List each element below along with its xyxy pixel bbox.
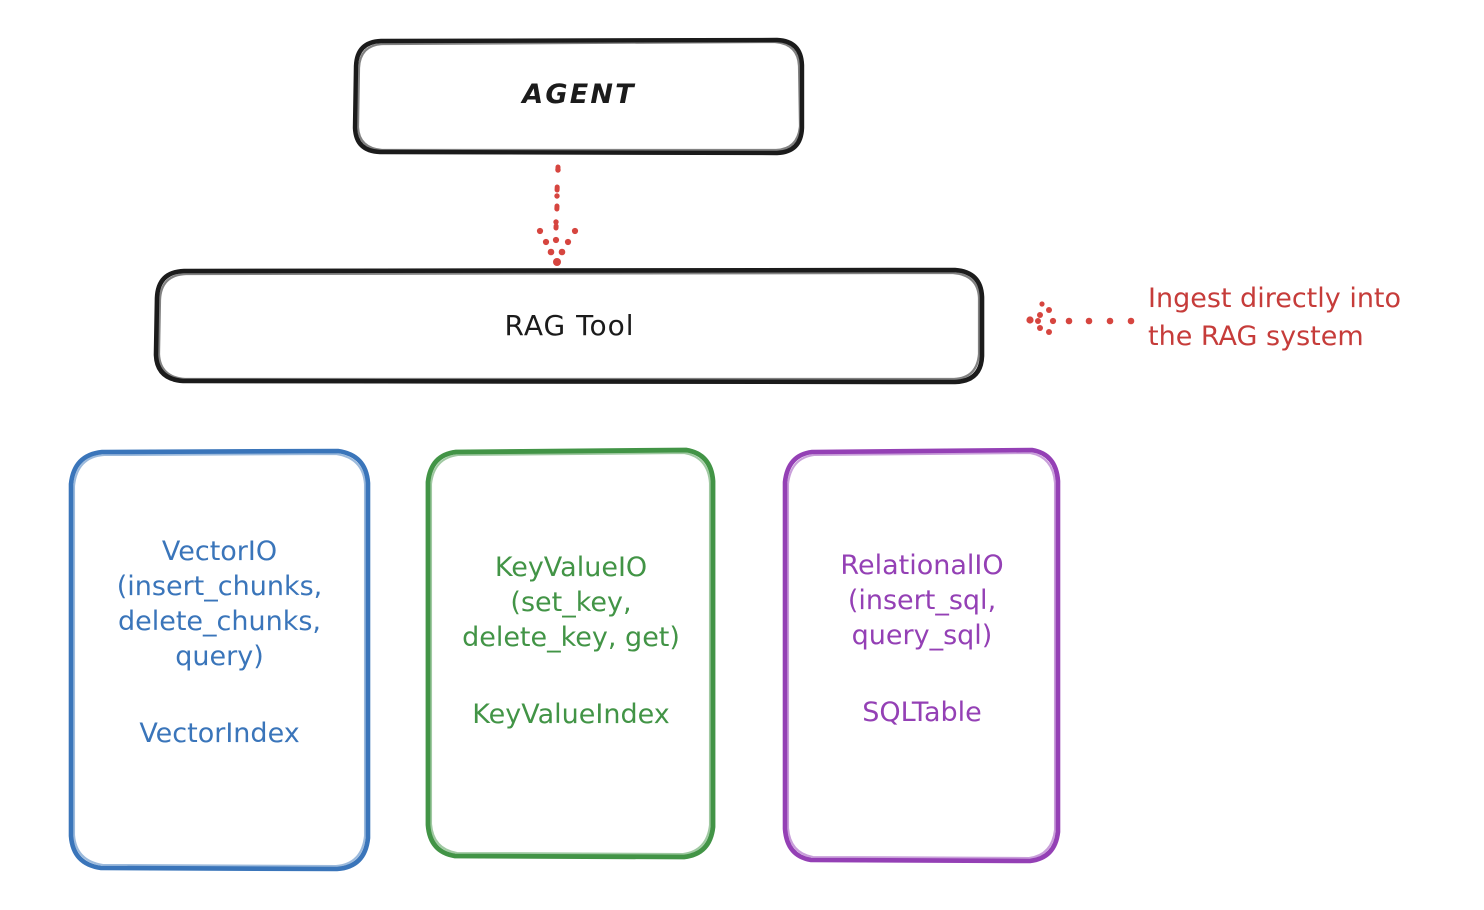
agent-box[interactable] bbox=[352, 37, 805, 156]
relational-io-box[interactable] bbox=[782, 447, 1061, 864]
agent-to-rag-arrow bbox=[536, 164, 579, 266]
rag-tool-box[interactable] bbox=[153, 267, 985, 385]
keyvalue-io-box[interactable] bbox=[425, 447, 716, 860]
vector-io-box[interactable] bbox=[68, 448, 371, 872]
ingest-note-arrow bbox=[1026, 301, 1135, 335]
